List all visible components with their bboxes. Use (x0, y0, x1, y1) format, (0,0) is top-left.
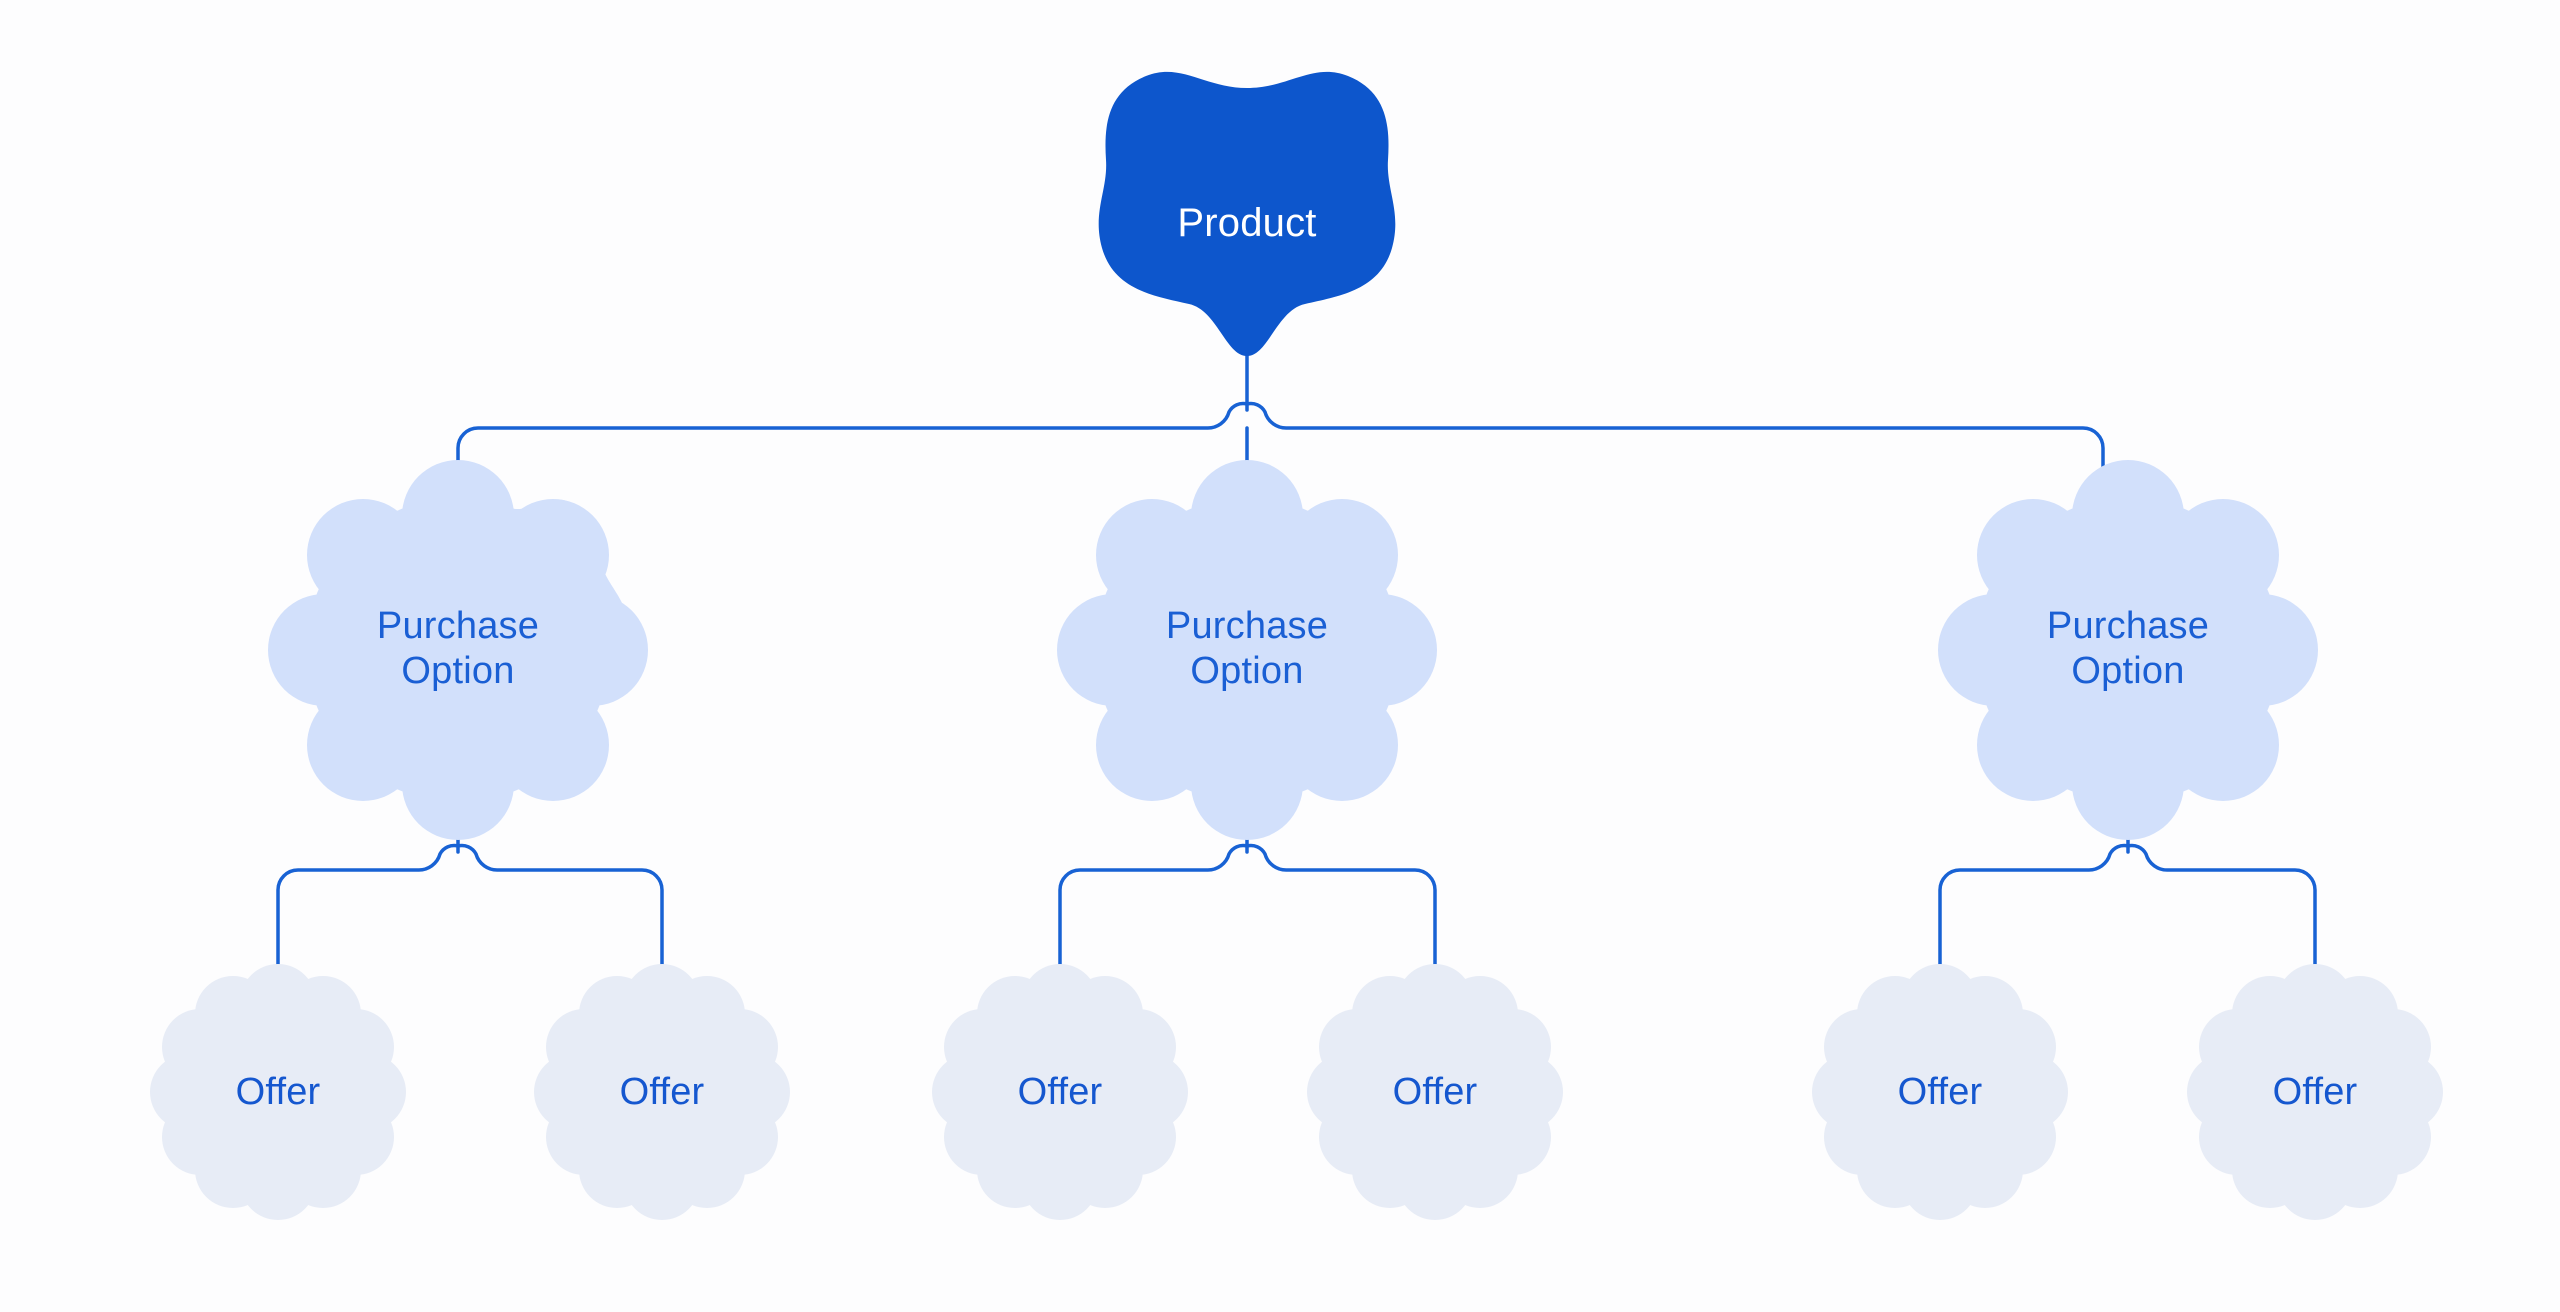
mid-node-shapes (268, 460, 2318, 840)
purchase-option-1-petals (268, 460, 648, 840)
node-purchase-option-1[interactable] (268, 460, 648, 840)
connector-level1-bus (456, 401, 2105, 554)
connector-group3-bus (1938, 843, 2317, 997)
purchase-option-3-petals (1938, 460, 2318, 840)
connector-group2-bus (1058, 843, 1437, 997)
node-offer-1[interactable] (150, 964, 406, 1220)
node-offer-3[interactable] (932, 964, 1188, 1220)
node-product[interactable] (1098, 71, 1396, 357)
purchase-option-2-petals (1057, 460, 1437, 840)
node-offer-5[interactable] (1812, 964, 2068, 1220)
leaf-node-shapes (150, 964, 2443, 1220)
node-offer-4[interactable] (1307, 964, 1563, 1220)
node-purchase-option-2[interactable] (1057, 460, 1437, 840)
node-offer-2[interactable] (534, 964, 790, 1220)
node-purchase-option-3[interactable] (1938, 460, 2318, 840)
node-offer-6[interactable] (2187, 964, 2443, 1220)
product-shape (1098, 71, 1396, 357)
connector-group1-bus (276, 843, 664, 997)
